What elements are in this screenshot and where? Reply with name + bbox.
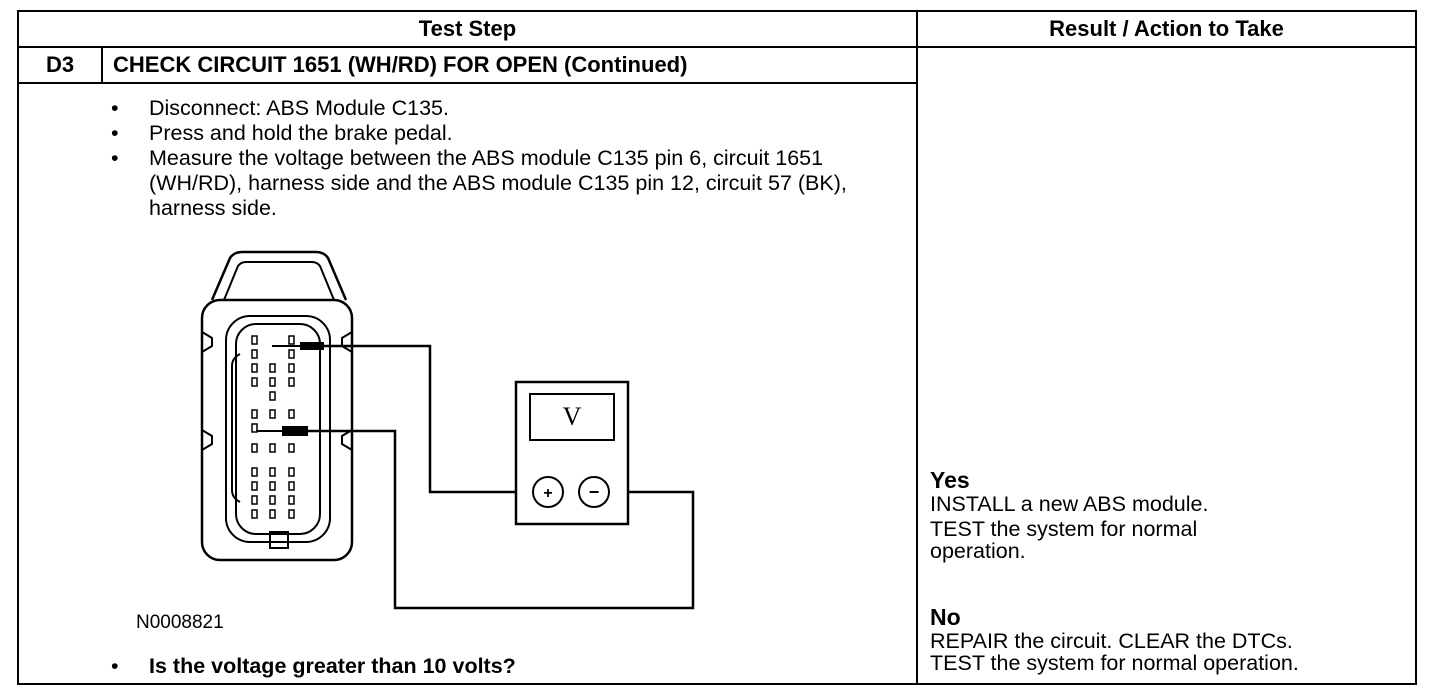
positive-lead [324, 344, 528, 494]
connector-cavity [235, 323, 321, 535]
step-title-divider [17, 82, 917, 84]
figure-id: N0008821 [136, 612, 224, 633]
result-no: No REPAIR the circuit. CLEAR the DTCs. T… [930, 605, 1400, 676]
column-divider [916, 10, 918, 685]
connector-voltmeter-diagram: V + − [200, 250, 695, 610]
connector-key [269, 531, 289, 549]
positive-terminal-label: + [543, 485, 552, 502]
voltmeter-display [529, 393, 615, 441]
instruction-item: • Measure the voltage between the ABS mo… [111, 146, 869, 221]
probe-pin-12 [256, 426, 308, 436]
question: • Is the voltage greater than 10 volts? [111, 654, 516, 679]
probe-pin-6 [272, 342, 324, 350]
negative-lead [308, 429, 695, 610]
result-yes-label: Yes [930, 467, 970, 493]
connector-pins [251, 335, 295, 519]
bullet-dot: • [111, 146, 119, 170]
header-divider [17, 46, 1417, 48]
result-yes-line: INSTALL a new ABS module. [930, 492, 1209, 516]
result-yes: Yes INSTALL a new ABS module. TEST the s… [930, 468, 1400, 564]
voltmeter-label: V [563, 402, 582, 431]
instruction-text: Disconnect: ABS Module C135. [149, 96, 449, 120]
instruction-item: • Press and hold the brake pedal. [111, 121, 891, 146]
instruction-list: • Disconnect: ABS Module C135. • Press a… [111, 96, 891, 221]
bullet-dot: • [111, 96, 119, 120]
bullet-dot: • [111, 121, 119, 145]
connector-face [225, 315, 331, 543]
header-test-step: Test Step [418, 16, 517, 41]
bullet-dot: • [111, 654, 119, 678]
result-no-line: REPAIR the circuit. CLEAR the DTCs. [930, 629, 1293, 653]
step-id: D3 [45, 52, 75, 77]
step-id-divider [101, 46, 103, 83]
procedure-table [17, 10, 1417, 685]
header-result-action: Result / Action to Take [1049, 16, 1284, 41]
result-yes-line: operation. [930, 539, 1026, 563]
connector-latch [210, 250, 348, 301]
instruction-text: Press and hold the brake pedal. [149, 121, 453, 145]
instruction-item: • Disconnect: ABS Module C135. [111, 96, 891, 121]
step-title: CHECK CIRCUIT 1651 (WH/RD) FOR OPEN (Con… [113, 52, 688, 77]
connector-latch-inner [223, 261, 335, 301]
negative-terminal [578, 476, 610, 508]
positive-terminal [532, 476, 564, 508]
question-text: Is the voltage greater than 10 volts? [149, 654, 516, 678]
result-no-line: TEST the system for normal operation. [930, 651, 1299, 675]
instruction-text: Measure the voltage between the ABS modu… [149, 146, 847, 220]
result-no-label: No [930, 604, 961, 630]
negative-terminal-label: − [589, 482, 600, 502]
result-yes-line: TEST the system for normal [930, 517, 1198, 541]
